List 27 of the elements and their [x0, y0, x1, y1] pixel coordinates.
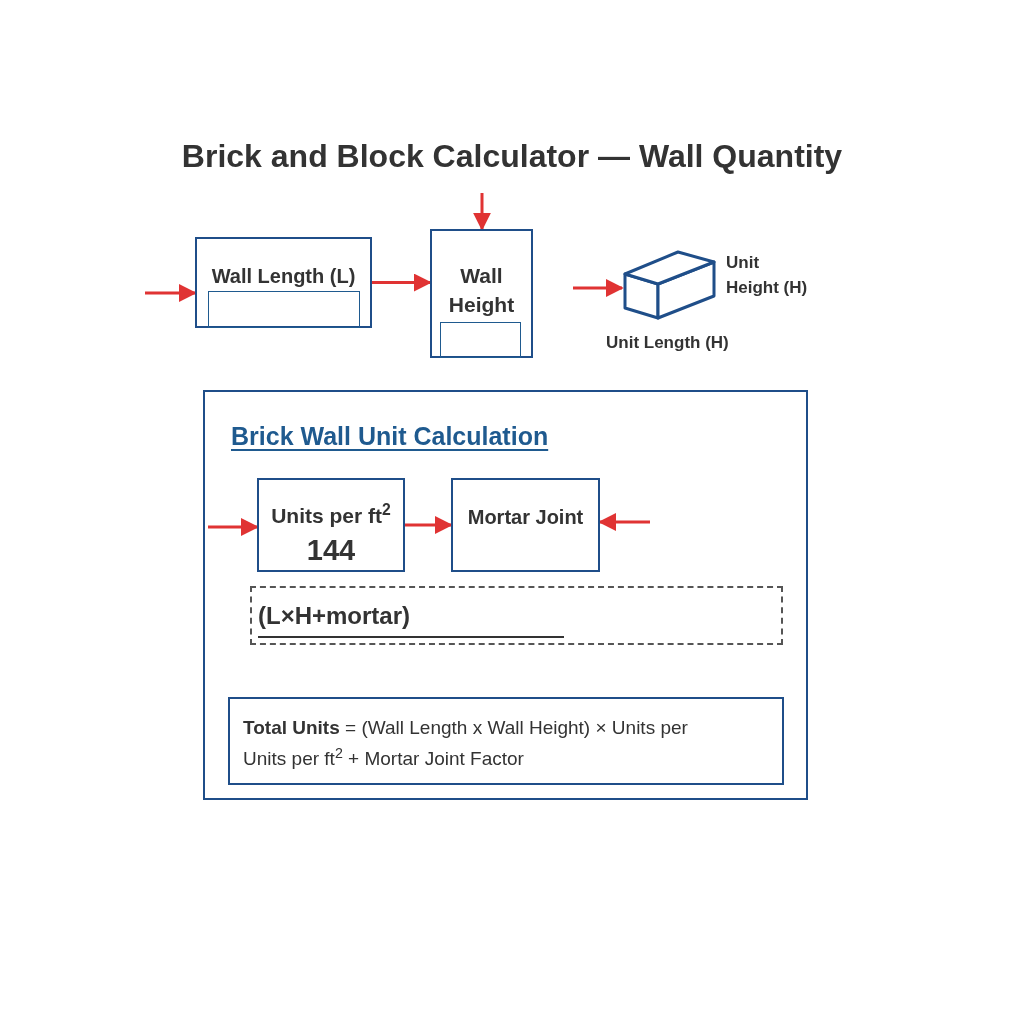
- arrow: [372, 273, 432, 292]
- arrow: [573, 279, 624, 297]
- brick-drawing: [622, 248, 717, 320]
- input-box: [430, 229, 533, 358]
- input-box: [451, 478, 600, 572]
- arrow: [473, 193, 491, 231]
- dimension-label: Unit Height (H): [726, 253, 808, 297]
- arrow: [405, 516, 453, 534]
- empty-box: [208, 291, 360, 328]
- arrow: [145, 284, 197, 302]
- input-box: [257, 478, 405, 572]
- formula-text: Total Units = (Wall Length x Wall Height) × Units per Units per ft$^{2}$ + Mortar Joint Factor: [243, 717, 688, 769]
- box-label: Wall Height: [447, 263, 516, 318]
- panel-heading: Brick Wall Unit Calculation: [231, 422, 549, 450]
- dimension-label: Unit Length (H): [606, 333, 729, 352]
- empty-box: [440, 322, 521, 358]
- box-label: Mortar Joint: [467, 505, 584, 530]
- box-label: Wall Length (L): [211, 264, 356, 289]
- calculation-panel: [203, 390, 808, 800]
- input-box: [195, 237, 372, 328]
- box-label: Units per ft$^{2}$: [271, 500, 391, 529]
- value-text: 144: [306, 532, 356, 568]
- formula-box: [250, 586, 783, 645]
- formula-text: (L×H+mortar): [258, 602, 411, 629]
- arrow: [208, 518, 259, 536]
- diagram-title: Brick and Block Calculator — Wall Quantity: [181, 137, 843, 176]
- formula-box: [228, 697, 784, 785]
